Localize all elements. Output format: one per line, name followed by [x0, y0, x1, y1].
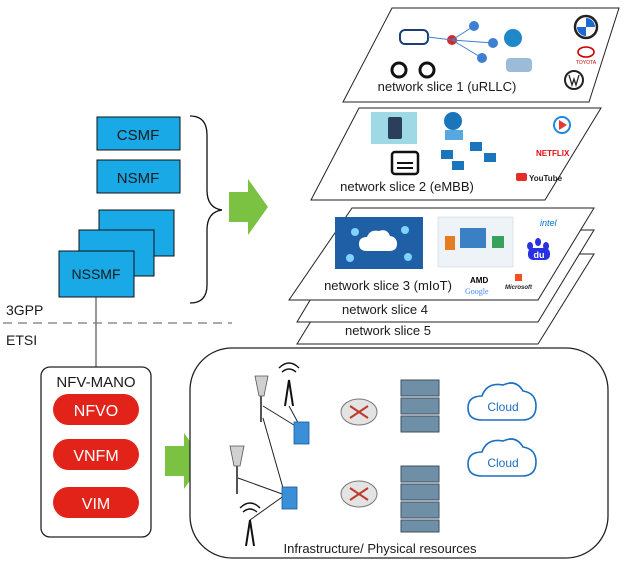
slice-3-icons: intel du AMD Google Microsoft [335, 216, 558, 296]
edge-server-icon [293, 421, 310, 445]
server-rack-icon [400, 465, 440, 533]
microsoft-logo: Microsoft [505, 285, 533, 291]
camera-icon [484, 153, 496, 162]
mano-title: NFV-MANO [56, 374, 135, 391]
iot-node-icon [404, 253, 412, 261]
vim-pill [53, 487, 139, 518]
camera-icon [452, 161, 464, 170]
netflix-logo: NETFLIX [536, 149, 570, 158]
tablet-icon [460, 228, 486, 248]
steering-wheel-icon [418, 61, 436, 79]
camera-icon [470, 142, 482, 151]
infrastructure-panel: Cloud Cloud Infrastructure/ Physical res… [189, 347, 609, 559]
management-stack: CSMF NSMF NSSMF [58, 115, 223, 367]
device-icon [445, 236, 455, 250]
router-arrows [349, 487, 369, 501]
antenna-icon [284, 379, 294, 407]
cloud-icon [467, 382, 537, 421]
vnfm-pill [53, 439, 139, 470]
youtube-play-icon [516, 173, 527, 181]
nfv-mano-box: NFV-MANO NFVO VNFM VIM [40, 366, 152, 538]
google-logo: Google [465, 287, 489, 296]
cloud-icon [359, 230, 397, 251]
slice-5-label: network slice 5 [345, 323, 431, 338]
slice-2-icons: NETFLIX YouTube [371, 112, 571, 183]
vim-label: VIM [82, 496, 110, 513]
grouping-brace [189, 115, 223, 304]
slice-2-label: network slice 2 (eMBB) [340, 179, 474, 194]
nsmf-box [96, 159, 181, 194]
csmf-box [96, 116, 181, 151]
robot-car-icon [504, 29, 522, 47]
fronthaul-links [237, 405, 303, 521]
arrow-to-infrastructure [165, 433, 204, 489]
iot-node-icon [401, 226, 409, 234]
label-etsi: ETSI [6, 332, 37, 348]
infrastructure-caption: Infrastructure/ Physical resources [284, 541, 477, 556]
baidu-logo-base [528, 248, 550, 260]
nfvo-label: NFVO [74, 403, 118, 420]
server-rack-icon [400, 379, 440, 433]
youtube-logo: YouTube [529, 174, 563, 183]
vw-glyph [568, 74, 580, 88]
antenna-waves [239, 502, 261, 513]
phone-icon [388, 117, 402, 139]
cloud-label-1: Cloud [487, 400, 518, 414]
toyota-logo: TOYOTA [576, 60, 597, 66]
baidu-paw-icon [527, 238, 550, 250]
iot-node-icon [351, 228, 359, 236]
play-glyph [559, 120, 567, 130]
slice-3-label: network slice 3 (mIoT) [324, 278, 452, 293]
device-icon [492, 236, 504, 248]
network-links [427, 25, 494, 59]
steering-wheel-icon [390, 61, 408, 79]
cloud-label-2: Cloud [487, 456, 518, 470]
nsmf-label: NSMF [117, 170, 160, 187]
label-3gpp: 3GPP [6, 302, 43, 318]
windows-flag-icon [515, 274, 522, 281]
nssmf-label: NSSMF [72, 266, 121, 282]
monitor-icon [444, 112, 462, 130]
slice-4-label: network slice 4 [342, 302, 428, 317]
baidu-logo: du [534, 250, 545, 260]
router-arrows [349, 405, 369, 419]
radio-mast-icon [254, 375, 269, 397]
cloud-icon [467, 438, 537, 477]
intel-logo: intel [540, 218, 558, 228]
vehicle-icon [506, 58, 532, 72]
iot-node-icon [346, 254, 354, 262]
slice-1-icons: TOYOTA [390, 14, 599, 90]
infrastructure-container [189, 347, 609, 559]
slice-1-label: network slice 1 (uRLLC) [378, 79, 517, 94]
edge-server-icon [281, 486, 298, 510]
vnfm-label: VNFM [73, 448, 118, 465]
camera-icon [441, 150, 453, 159]
amd-logo: AMD [470, 276, 488, 285]
bmw-quadrants [577, 18, 595, 36]
csmf-label: CSMF [117, 127, 160, 144]
nfvo-pill [53, 394, 139, 425]
radio-mast-icon [229, 445, 245, 467]
audience-glyph [397, 162, 413, 169]
arrow-to-slices [229, 179, 268, 235]
toyota-emblem-icon [577, 46, 595, 58]
monitor-screen [445, 130, 463, 140]
antenna-waves [278, 362, 300, 373]
